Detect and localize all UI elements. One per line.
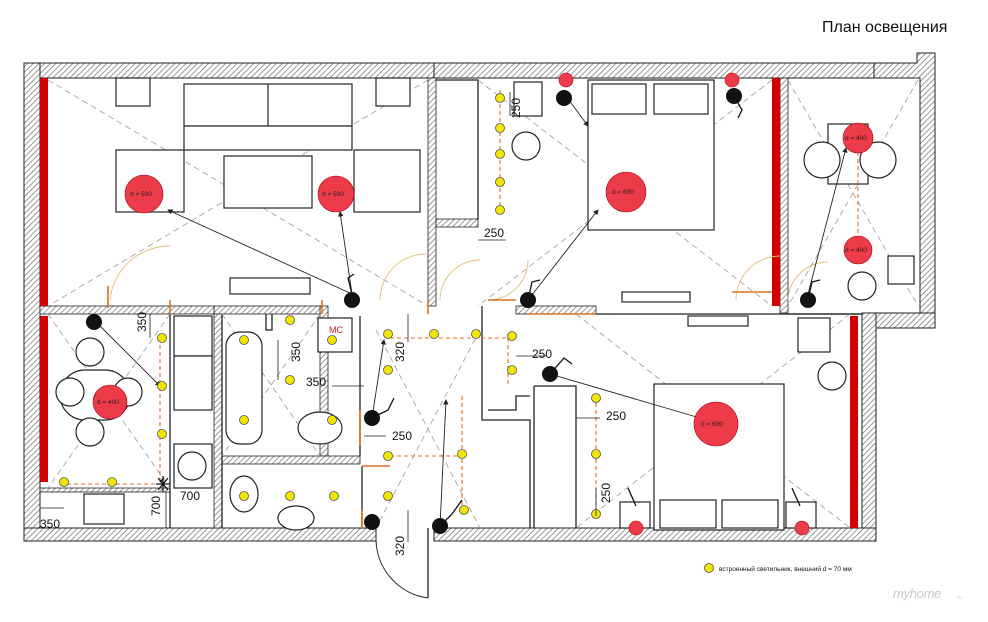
page-title: План освещения xyxy=(822,19,948,36)
dim-250-c: 250 xyxy=(606,409,626,423)
wc-label: МС xyxy=(329,325,343,335)
entrance-door xyxy=(375,528,429,599)
chandelier-small-top xyxy=(842,122,874,154)
interior-walls xyxy=(39,77,789,529)
label-d400-a: d = 400 xyxy=(845,135,867,142)
watermark: myhome xyxy=(893,586,942,601)
chandelier-bedroom-2 xyxy=(693,401,739,447)
red-accents xyxy=(40,78,858,528)
chandelier-small-bottom xyxy=(843,235,873,265)
chandeliers xyxy=(92,72,874,536)
label-d500-a: d = 500 xyxy=(130,191,152,198)
chandelier-living-right xyxy=(317,175,355,213)
dim-250-a: 250 xyxy=(484,226,504,240)
chandelier-labels: d = 500 d = 500 d = 600 d = 400 d = 400 … xyxy=(97,135,867,428)
dim-700-a: 700 xyxy=(180,489,200,503)
spotlights xyxy=(59,93,601,519)
dimension-lines xyxy=(40,92,600,542)
switch-arrows xyxy=(95,95,848,527)
door-swings xyxy=(109,245,829,301)
dim-350-c: 350 xyxy=(306,375,326,389)
chandelier-kitchen xyxy=(92,384,128,420)
chandelier-living-left xyxy=(124,174,164,214)
label-d600-b: d = 600 xyxy=(701,421,723,428)
label-d600-a: d = 600 xyxy=(612,189,634,196)
dim-250-f: 250 xyxy=(509,98,523,118)
label-d500-b: d = 500 xyxy=(322,191,344,198)
dim-320-a: 320 xyxy=(393,342,407,362)
dimension-texts: 250 250 250 250 250 250 350 350 350 350 … xyxy=(40,98,626,556)
dim-350-a: 350 xyxy=(135,312,149,332)
legend-text: встроенный светильник, внешний d = 70 мм xyxy=(719,566,852,573)
chandelier-bedroom-1 xyxy=(605,171,647,213)
dim-250-e: 250 xyxy=(392,429,412,443)
legend-marker xyxy=(704,563,714,573)
label-d400-c: d = 400 xyxy=(97,399,119,406)
exterior-walls xyxy=(23,52,936,542)
label-d400-b: d = 400 xyxy=(845,247,867,254)
star-icon xyxy=(156,476,170,492)
dim-250-b: 250 xyxy=(532,347,552,361)
dim-320-b: 320 xyxy=(393,536,407,556)
dim-350-b: 350 xyxy=(289,342,303,362)
dim-250-d: 250 xyxy=(599,483,613,503)
dim-700-b: 700 xyxy=(149,496,163,516)
wiring-solid xyxy=(107,286,772,528)
dim-350-d: 350 xyxy=(40,517,60,531)
watermark-suffix: .ru xyxy=(956,595,962,601)
